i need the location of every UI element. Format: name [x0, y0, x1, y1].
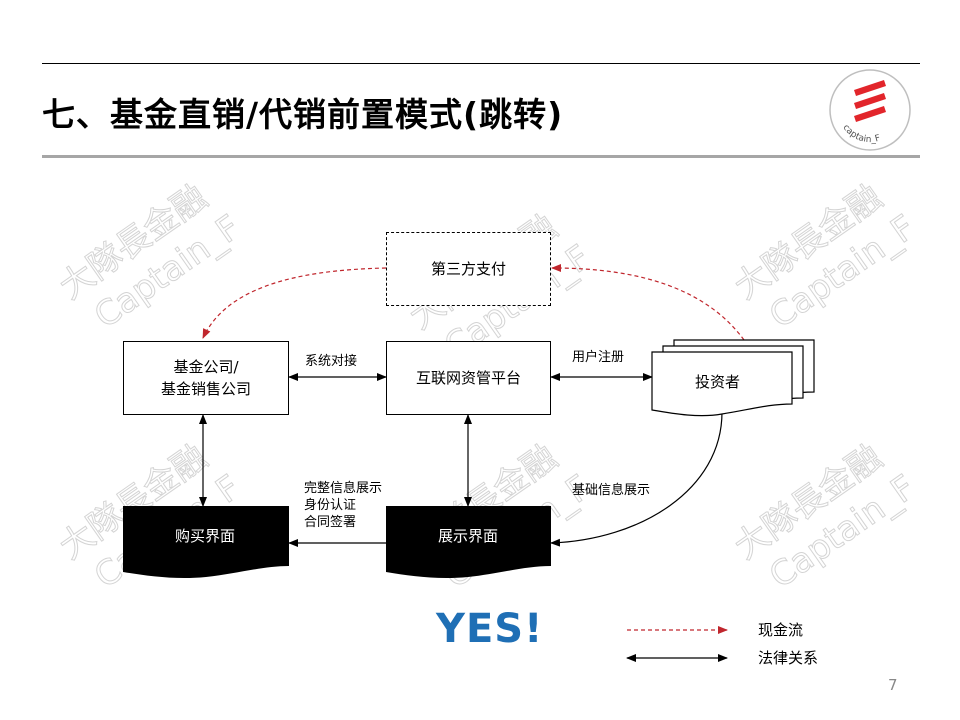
header-top-rule — [42, 63, 920, 64]
edge-label-identity: 身份认证 — [304, 498, 357, 513]
arrow-investor-to-display — [550, 411, 723, 547]
header-bottom-rule — [42, 155, 920, 158]
node-investor-label: 投资者 — [695, 373, 741, 391]
legend-cashflow-label: 现金流 — [758, 621, 804, 639]
edge-label-contract: 合同签署 — [304, 515, 357, 530]
captain-logo: captain_F — [828, 68, 912, 152]
purchase-ui-shape — [123, 506, 289, 579]
edge-label-system-link: 系统对接 — [305, 354, 358, 369]
legend-legal-label: 法律关系 — [758, 649, 819, 667]
display-ui-shape — [386, 506, 551, 579]
node-label: 互联网资管平台 — [415, 369, 521, 387]
page-number: 7 — [888, 676, 898, 694]
edge-label-user-register: 用户注册 — [572, 350, 625, 365]
edge-label-basic-info: 基础信息展示 — [572, 483, 651, 498]
node-internet-platform: 互联网资管平台 — [386, 341, 551, 415]
logo-stripes-icon — [854, 80, 886, 122]
edge-label-full-info: 完整信息展示 — [304, 481, 383, 496]
node-display-ui-label: 展示界面 — [438, 527, 499, 545]
node-third-party-payment: 第三方支付 — [386, 232, 551, 306]
node-label-line2: 基金销售公司 — [160, 380, 251, 398]
investor-document-stack — [651, 339, 815, 417]
node-label-line1: 基金公司/ — [173, 358, 239, 376]
node-purchase-ui-label: 购买界面 — [175, 527, 236, 545]
yes-highlight: YES! — [436, 606, 544, 652]
node-fund-company: 基金公司/ 基金销售公司 — [123, 341, 289, 415]
slide-title: 七、基金直销/代销前置模式(跳转) — [42, 95, 564, 134]
node-label: 第三方支付 — [430, 260, 506, 278]
cashflow-arrow-third-party-to-fund — [202, 267, 387, 339]
cashflow-arrow-investor-to-third-party — [551, 264, 745, 341]
